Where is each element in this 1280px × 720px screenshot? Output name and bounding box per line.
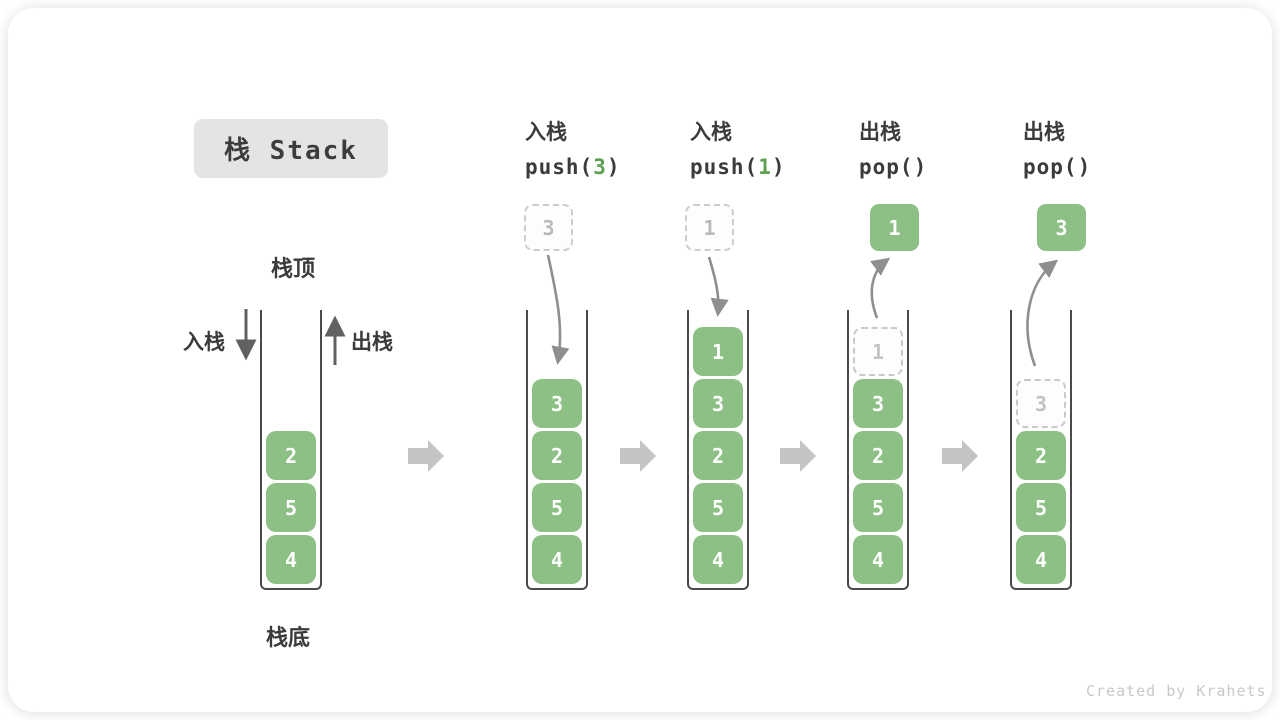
- op-close: ): [1077, 155, 1092, 179]
- op-name: 入栈: [525, 121, 567, 144]
- op-label-pop-2: 出栈 pop(): [1023, 116, 1091, 179]
- popped-slot: 1: [853, 327, 903, 376]
- op-fn: pop(: [1023, 155, 1078, 179]
- title-badge: 栈 Stack: [194, 119, 388, 178]
- op-name: 出栈: [859, 121, 901, 144]
- diagram-card: 栈 Stack 入栈 push(3) 入栈 push(1) 出栈 pop() 出…: [8, 8, 1272, 712]
- stack-block: 2: [266, 431, 316, 480]
- stack-block: 3: [853, 379, 903, 428]
- watermark: Created by Krahets: [1086, 682, 1267, 700]
- incoming-value-box: 3: [524, 204, 573, 251]
- op-label-push-1: 入栈 push(1): [690, 116, 786, 179]
- op-close: ): [771, 155, 786, 179]
- stack-block: 5: [693, 483, 743, 532]
- stack-block: 4: [693, 535, 743, 584]
- popped-value-box: 1: [870, 204, 919, 251]
- stack-block: 5: [532, 483, 582, 532]
- stack-block: 2: [1016, 431, 1066, 480]
- stack-block: 4: [266, 535, 316, 584]
- op-close: ): [606, 155, 621, 179]
- op-close: ): [913, 155, 928, 179]
- stack-block: 4: [532, 535, 582, 584]
- popped-value-box: 3: [1037, 204, 1086, 251]
- op-fn: push(: [690, 155, 759, 179]
- op-arg: 3: [593, 155, 607, 179]
- op-code: push(1): [690, 155, 786, 179]
- stack-block: 5: [853, 483, 903, 532]
- flow-arrow-icon: [942, 440, 978, 472]
- op-label-push-3: 入栈 push(3): [525, 116, 621, 179]
- stack-state-initial: 2 5 4: [260, 310, 322, 590]
- op-arg: 1: [758, 155, 772, 179]
- flow-arrow-icon: [620, 440, 656, 472]
- arrows-overlay: [235, 254, 1059, 472]
- stack-block: 2: [532, 431, 582, 480]
- op-code: push(3): [525, 155, 621, 179]
- stack-block: 3: [693, 379, 743, 428]
- op-label-pop-1: 出栈 pop(): [859, 116, 927, 179]
- pop-direction-label: 出栈: [351, 331, 393, 354]
- stack-block: 4: [1016, 535, 1066, 584]
- op-name: 入栈: [690, 121, 732, 144]
- title-text: 栈 Stack: [224, 136, 358, 166]
- stack-state-after-pop1: 1 3 2 5 4: [847, 310, 909, 590]
- stack-top-label: 栈顶: [271, 256, 316, 281]
- stack-block: 2: [693, 431, 743, 480]
- stack-block: 4: [853, 535, 903, 584]
- stack-block: 3: [532, 379, 582, 428]
- push-curve-arrow-icon: [707, 256, 729, 317]
- flow-arrow-icon: [408, 440, 444, 472]
- stack-bottom-label: 栈底: [266, 625, 311, 650]
- op-fn: pop(: [859, 155, 914, 179]
- op-fn: push(: [525, 155, 594, 179]
- op-code: pop(): [859, 155, 927, 179]
- stack-block: 5: [1016, 483, 1066, 532]
- stack-block: 5: [266, 483, 316, 532]
- op-name: 出栈: [1023, 121, 1065, 144]
- push-direction-label: 入栈: [183, 331, 225, 354]
- flow-arrow-icon: [780, 440, 816, 472]
- stack-state-after-push3: 3 2 5 4: [526, 310, 588, 590]
- stack-state-after-pop2: 3 2 5 4: [1010, 310, 1072, 590]
- stack-block: 1: [693, 327, 743, 376]
- popped-slot: 3: [1016, 379, 1066, 428]
- op-code: pop(): [1023, 155, 1091, 179]
- stack-block: 2: [853, 431, 903, 480]
- stack-state-after-push1: 1 3 2 5 4: [687, 310, 749, 590]
- incoming-value-box: 1: [685, 204, 734, 251]
